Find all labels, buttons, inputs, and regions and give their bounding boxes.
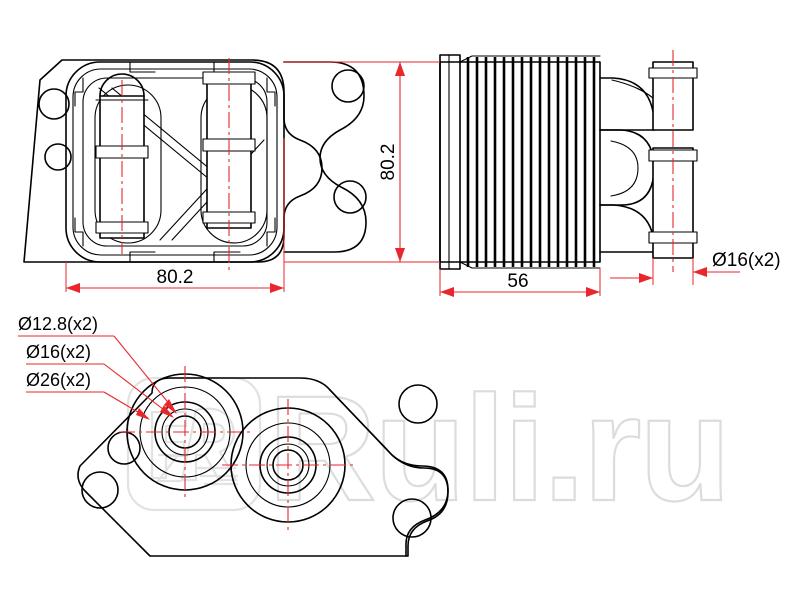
side-fin-stack [466,57,596,267]
front-hole-lower-right [333,180,367,214]
front-hole-lower-left [44,143,72,171]
dim-arrow-depth-right [586,287,600,297]
front-right-bracket-profile [283,61,367,253]
watermark-group: Ruli.ru [126,363,732,533]
callout-leader-16 [103,363,173,417]
front-view [23,58,367,270]
front-tab-top-right [266,77,276,107]
watermark-text: Ruli.ru [268,364,729,532]
front-tube-left-cap [99,73,145,97]
side-core-top-step [459,55,601,63]
callout-arrow-26 [136,408,150,420]
dim-arrow-width-right [270,283,284,293]
side-elbow-inner-sweep [610,140,639,197]
side-core-bottom-step [459,261,601,269]
rear-view-callouts: Ø12.8(x2) Ø16(x2) Ø26(x2) [18,314,177,420]
side-view-dimensions: 56 Ø16(x2) [404,61,781,297]
side-elbow-housing [599,77,655,131]
dim-arrow-height-bottom [395,248,405,262]
front-core-outer-inner [72,68,278,256]
front-tube-right [200,71,268,244]
rear-right-bracket-profile [329,389,449,557]
callout-diameter-12-8: Ø12.8(x2) [18,314,98,334]
dimension-width-80-2: 80.2 [157,267,194,288]
front-tab-bottom-right [266,217,276,247]
rear-view [77,366,449,557]
callout-diameter-16: Ø16(x2) [26,342,91,362]
front-view-dimensions: 80.2 80.2 [65,61,405,293]
front-tab-top-left [74,77,84,107]
dim-arrow-width-left [66,283,80,293]
dim-arrow-height-top [395,62,405,76]
front-tab-top-center [129,61,156,73]
front-hole-upper-right [331,69,365,103]
side-elbow-housing-bottom [599,204,655,253]
rear-port-boss-left [119,366,251,498]
callout-leader-12-8 [113,335,176,412]
rear-hole-lower-right [392,498,432,538]
dimension-diameter-16-side: Ø16(x2) [712,250,781,271]
side-view [439,50,698,272]
side-front-plate [439,54,461,270]
callout-diameter-26: Ø26(x2) [26,370,91,390]
rear-hole-upper-right [398,384,438,424]
callout-arrow-12-8 [164,399,177,414]
callout-arrow-16 [160,405,174,418]
dimension-height-80-2: 80.2 [378,144,399,181]
front-tube-left [94,73,162,244]
front-tab-bottom-center [129,251,156,263]
front-tab-top-center-2 [213,61,241,73]
rear-hole-mid-left [107,431,141,465]
dim-arrow-dia16-left [639,273,653,283]
dim-arrow-depth-left [440,287,454,297]
dim-arrow-dia16-right [693,267,707,277]
rear-hole-lower-left [81,471,119,509]
rear-port-boss-right [222,399,354,531]
dimension-depth-56: 56 [507,271,528,292]
side-elbow-housing-lower [599,129,655,206]
front-hole-upper-left [38,88,70,120]
front-tab-bottom-left [74,217,84,247]
front-tab-bottom-center-2 [213,251,241,263]
